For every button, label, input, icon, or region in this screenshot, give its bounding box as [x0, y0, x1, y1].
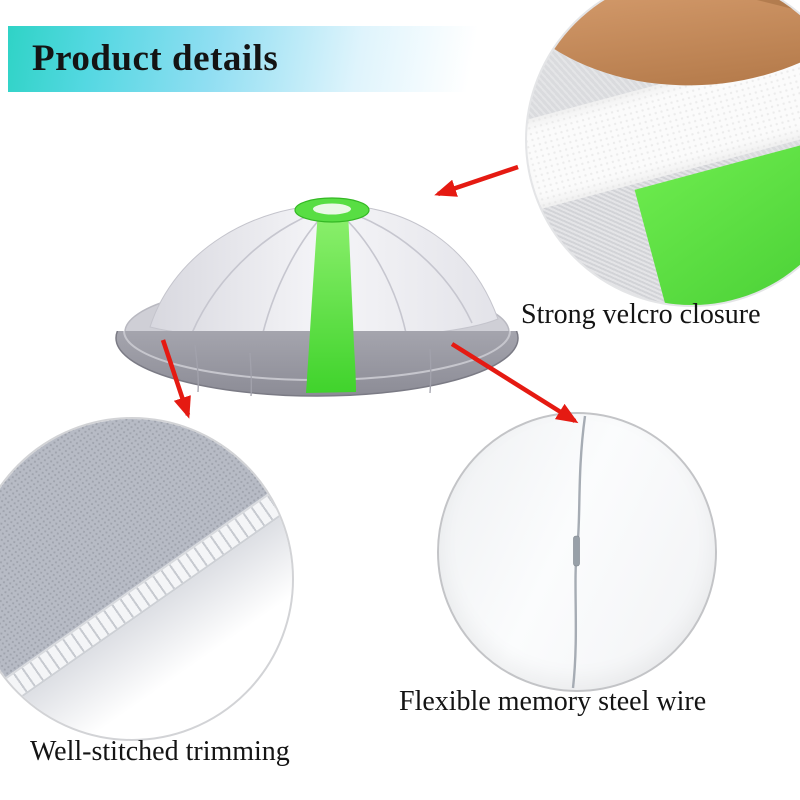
- label-stitched-trimming: Well-stitched trimming: [30, 736, 290, 767]
- label-memory-wire: Flexible memory steel wire: [399, 686, 707, 717]
- cape-brim-outline: [115, 331, 519, 397]
- wire-connector: [573, 535, 580, 567]
- callout-circle-velcro: [525, 0, 800, 307]
- title-banner: Product details: [8, 26, 492, 92]
- callout-circle-trimming: [0, 417, 294, 741]
- brim-seams: [194, 344, 432, 397]
- callout-circle-wire: [437, 412, 717, 692]
- steel-wire-graphic: [571, 415, 587, 689]
- page-title: Product details: [32, 38, 279, 79]
- haircut-cape-illustration: [115, 197, 519, 397]
- label-velcro-closure: Strong velcro closure: [521, 299, 761, 330]
- trimming-fabric-group: [0, 419, 292, 739]
- cape-collar-opening: [313, 203, 351, 215]
- cape-green-stripe: [306, 211, 356, 393]
- arrow-to-collar-velcro: [434, 164, 519, 197]
